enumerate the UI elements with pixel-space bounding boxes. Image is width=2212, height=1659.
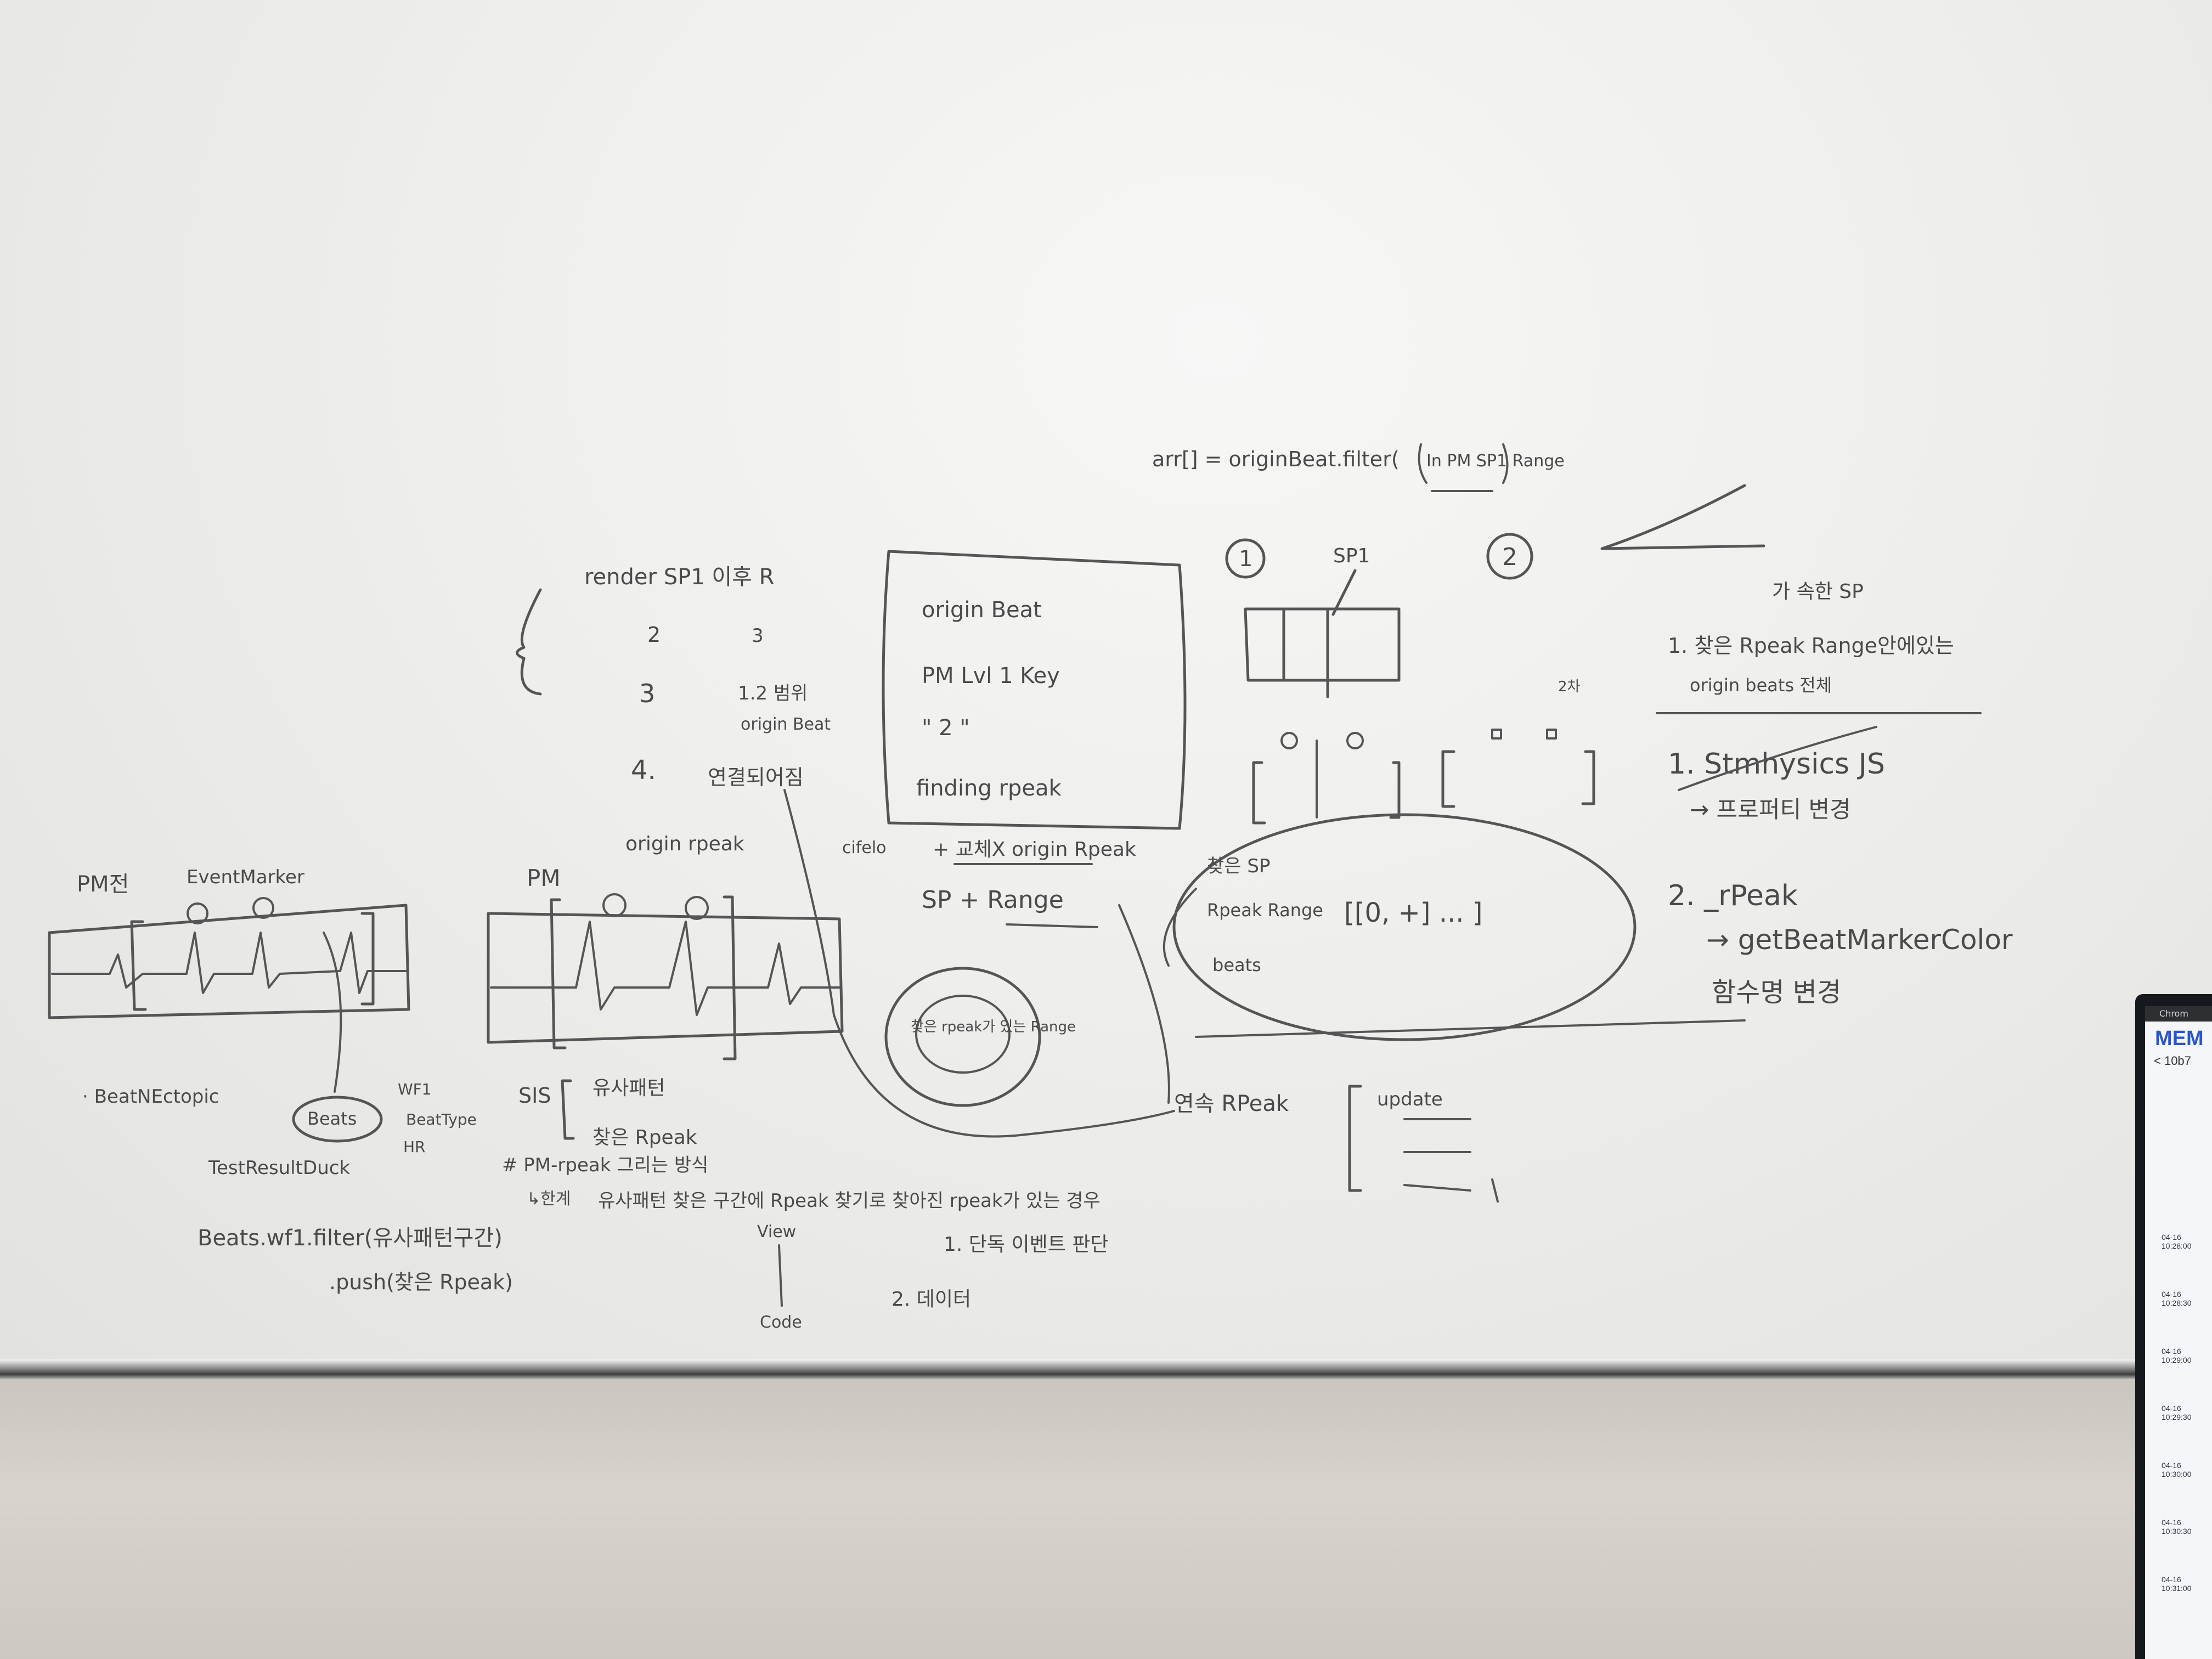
circle-1-label: 1 — [1239, 546, 1252, 572]
right-note-3: origin beats 전체 — [1690, 675, 1832, 696]
list-2b: 3 — [752, 625, 764, 647]
similar-label: 유사패턴 — [592, 1077, 665, 1099]
circle-2-label: 2 — [1502, 543, 1517, 571]
limit-label: ↳한계 — [527, 1189, 571, 1209]
test-result-label: TestResultDuck — [208, 1157, 350, 1179]
pm-rpeak-label: # PM-rpeak 그리는 방식 — [502, 1154, 708, 1176]
found-rpeak-label: 찾은 Rpeak — [592, 1126, 697, 1149]
code-label: Code — [760, 1313, 802, 1332]
beats-ellipse-label: beats — [1212, 955, 1261, 975]
right-item-2b: → getBeatMarkerColor — [1706, 924, 2013, 956]
hr-label: HR — [403, 1138, 426, 1156]
origin-rpeak-label: origin rpeak — [625, 833, 744, 855]
list-header: render SP1 이후 R — [584, 565, 774, 590]
app-title: MEM — [2155, 1027, 2204, 1050]
list-4: 4. — [631, 755, 656, 786]
browser-tab[interactable]: Chrom — [2145, 1006, 2212, 1022]
limit-text: 유사패턴 찾은 구간에 Rpeak 찾기로 찾아진 rpeak가 있는 경우 — [598, 1190, 1101, 1212]
rpeak-range-label: Rpeak Range — [1207, 900, 1323, 921]
range-value: [[0, +] ... ] — [1344, 898, 1482, 928]
option-2-label: 2. 데이터 — [891, 1288, 971, 1311]
event-marker-label: EventMarker — [187, 866, 304, 888]
marker-tray — [0, 1359, 2151, 1379]
beat-ectopic-label: · BeatNEctopic — [82, 1086, 219, 1108]
list-3c: origin Beat — [741, 715, 831, 734]
box-item-1: origin Beat — [922, 597, 1042, 623]
update-label: update — [1377, 1088, 1443, 1110]
push-label: .push(찾은 Rpeak) — [329, 1270, 513, 1294]
box-item-3: " 2 " — [922, 715, 970, 741]
beat-type-label: BeatType — [406, 1110, 477, 1128]
list-3b: 1.2 범위 — [738, 682, 808, 704]
right-note-1: 가 속한 SP — [1772, 580, 1864, 603]
beats-filter-label: Beats.wf1.filter(유사패턴구간) — [198, 1226, 503, 1251]
found-sp-label: 찾은 SP — [1207, 855, 1270, 877]
box-bottom: + 교체X origin Rpeak — [933, 838, 1136, 861]
second-label: 2차 — [1558, 679, 1581, 695]
pm-label: PM — [527, 865, 561, 891]
view-label: View — [757, 1222, 796, 1242]
whiteboard-drawings: arr[] = originBeat.filter( In PM SP1 Ran… — [48, 443, 2013, 1332]
wall — [0, 1379, 2212, 1659]
right-item-1: 1. Stmhysics JS — [1668, 748, 1885, 781]
list-2: 2 — [647, 623, 661, 647]
sp1-label: SP1 — [1333, 545, 1370, 567]
formula-sub: In PM SP1 Range — [1426, 452, 1565, 471]
sp-range-label: SP + Range — [922, 886, 1064, 914]
formula-text: arr[] = originBeat.filter( — [1152, 447, 1400, 471]
right-item-2c: 함수명 변경 — [1712, 977, 1841, 1008]
continuous-label: 연속 RPeak — [1174, 1091, 1289, 1116]
pm-before-label: PM전 — [77, 872, 129, 897]
sis-label: SIS — [518, 1084, 551, 1108]
box-item-4: finding rpeak — [916, 776, 1062, 801]
breadcrumb[interactable]: < 10b7 — [2154, 1054, 2191, 1068]
list-3: 3 — [639, 679, 655, 708]
list-4b: 연결되어짐 — [708, 765, 804, 789]
beats-label: Beats — [307, 1108, 357, 1129]
cifelo-label: cifelo — [842, 838, 887, 857]
box-item-2: PM Lvl 1 Key — [922, 663, 1060, 689]
circle-text: 찾은 rpeak가 있는 Range — [911, 1019, 1076, 1035]
wf1-label: WF1 — [398, 1080, 432, 1098]
right-item-2: 2. _rPeak — [1668, 879, 1798, 912]
right-item-1b: → 프로퍼티 변경 — [1690, 796, 1851, 823]
option-1-label: 1. 단독 이벤트 판단 — [944, 1233, 1109, 1256]
right-note-2: 1. 찾은 Rpeak Range안에있는 — [1668, 634, 1954, 658]
